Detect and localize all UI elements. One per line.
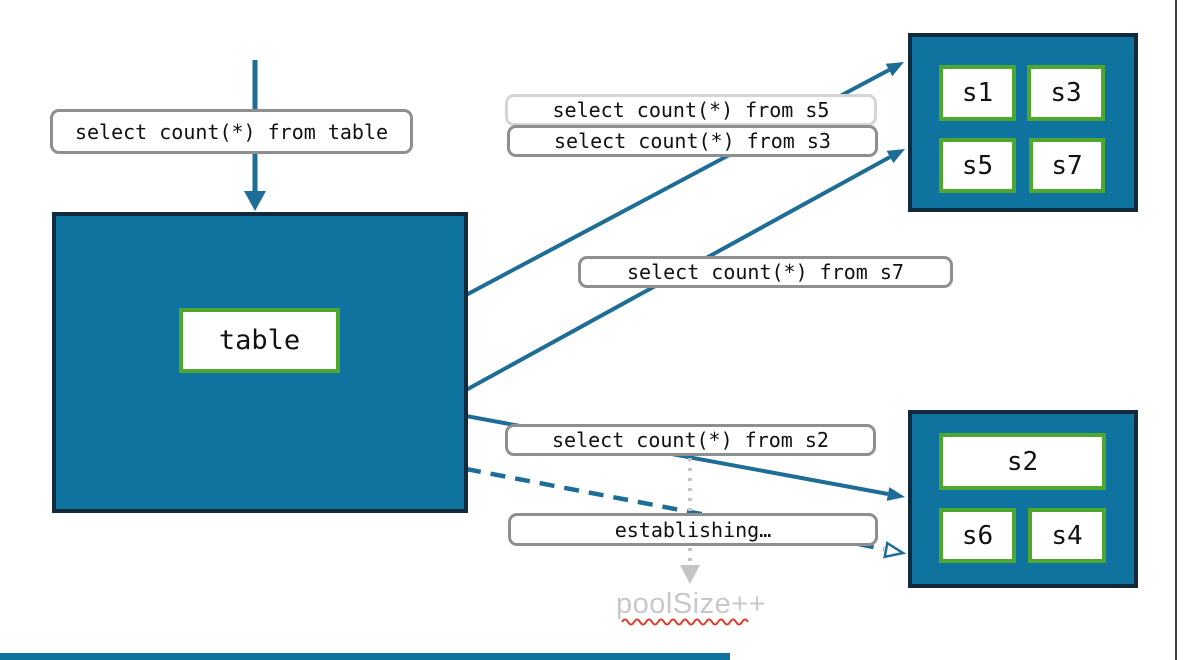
label-establishing: establishing… xyxy=(508,513,878,546)
shard-s1: s1 xyxy=(939,65,1016,121)
label-query-s2: select count(*) from s2 xyxy=(505,424,876,456)
shard-s5: s5 xyxy=(939,138,1016,193)
label-query-s5: select count(*) from s5 xyxy=(505,94,877,126)
table-node-label: table xyxy=(179,308,340,373)
shard-s2: s2 xyxy=(939,433,1106,490)
shard-s7: s7 xyxy=(1029,138,1105,193)
slide-edge-line xyxy=(1175,0,1177,660)
poolsize-annotation: poolSize++ xyxy=(616,588,767,620)
spellcheck-squiggle xyxy=(621,618,749,626)
shard-s4: s4 xyxy=(1028,508,1106,563)
shard-s6: s6 xyxy=(939,508,1016,563)
label-query-s3: select count(*) from s3 xyxy=(507,125,878,157)
arrow-poolsize xyxy=(680,458,700,584)
shard-s3: s3 xyxy=(1027,65,1105,121)
label-query-table: select count(*) from table xyxy=(50,109,413,154)
label-query-s7: select count(*) from s7 xyxy=(578,256,953,288)
bottom-teal-bar xyxy=(0,653,730,660)
